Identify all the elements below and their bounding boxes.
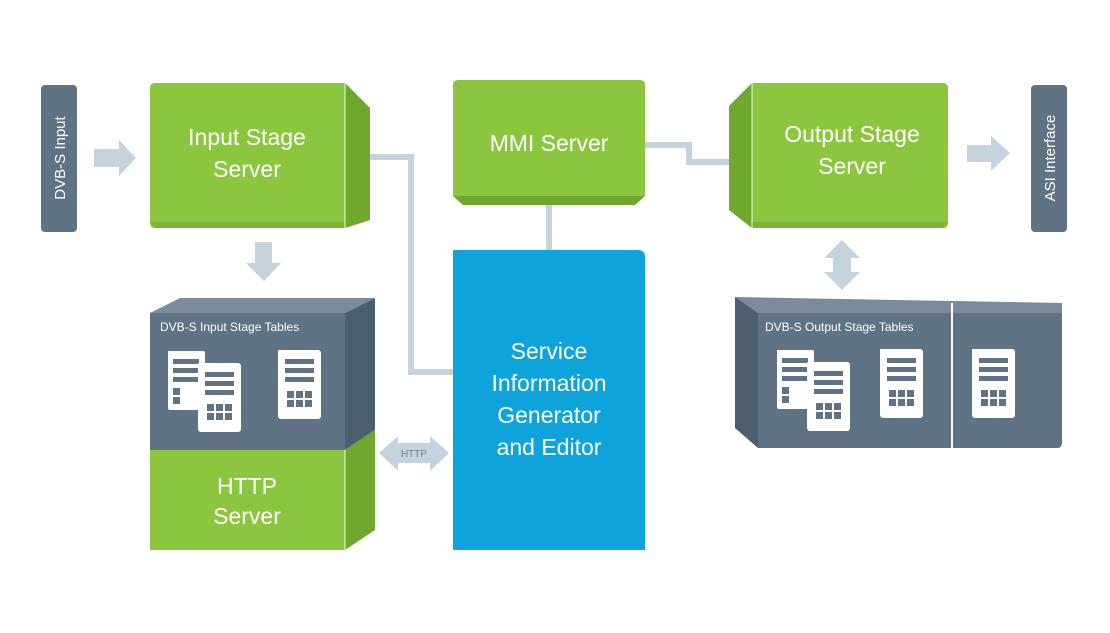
arrow-updown-icon (824, 240, 860, 290)
input-tables-block: DVB-S Input Stage Tables (150, 298, 375, 450)
input-stage-server-label-line2: Server (213, 156, 281, 182)
si-generator-label-line2: Information (491, 370, 606, 396)
input-tables-label: DVB-S Input Stage Tables (160, 320, 299, 334)
table-document-icon (972, 349, 1015, 418)
si-generator-label-line1: Service (511, 338, 588, 364)
input-stage-server-label-line1: Input Stage (188, 124, 306, 150)
dvbs-input-tab: DVB-S Input (41, 85, 77, 232)
si-generator-box: Service Information Generator and Editor (453, 250, 645, 550)
asi-interface-tab: ASI Interface (1031, 85, 1067, 232)
arrow-leftright-icon: HTTP (379, 436, 449, 471)
input-stage-server-box: Input Stage Server (150, 83, 370, 228)
mmi-server-box: MMI Server (453, 80, 645, 205)
http-arrow-label: HTTP (401, 449, 427, 460)
mmi-server-label: MMI Server (490, 130, 609, 156)
http-server-box: HTTP Server (150, 430, 375, 550)
output-tables-block: DVB-S Output Stage Tables (735, 297, 1062, 448)
connector-lines (360, 142, 730, 375)
http-server-label-line2: Server (213, 503, 281, 529)
si-generator-label-line4: and Editor (497, 434, 602, 460)
si-generator-label-line3: Generator (497, 402, 601, 428)
table-document-icon (278, 350, 321, 419)
arrow-right-icon (94, 140, 136, 176)
connector-input-to-si (360, 154, 458, 375)
output-stage-server-label-line1: Output Stage (784, 121, 920, 147)
arrow-down-icon (246, 242, 281, 281)
dvbs-input-label: DVB-S Input (52, 115, 69, 199)
output-stage-server-label-line2: Server (818, 153, 886, 179)
http-server-label-line1: HTTP (217, 473, 277, 499)
connector-mmi-to-output (645, 142, 730, 165)
table-document-icon (880, 349, 923, 418)
arrow-right-icon (967, 136, 1010, 171)
asi-interface-label: ASI Interface (1042, 115, 1059, 202)
output-stage-server-box: Output Stage Server (729, 83, 948, 228)
output-tables-label: DVB-S Output Stage Tables (765, 320, 914, 334)
